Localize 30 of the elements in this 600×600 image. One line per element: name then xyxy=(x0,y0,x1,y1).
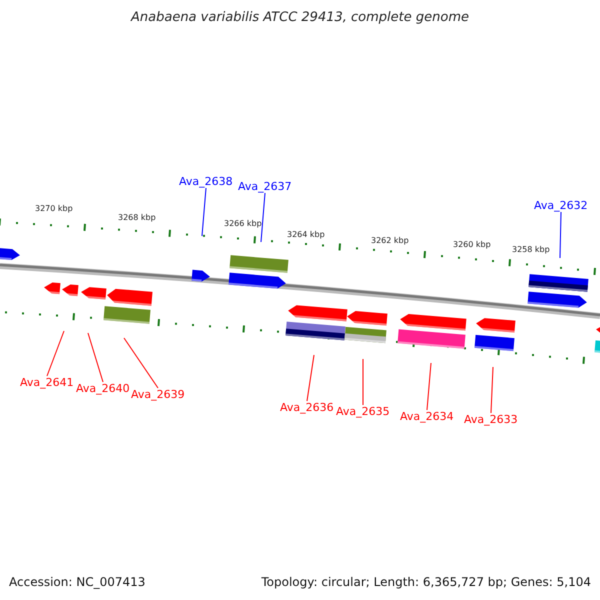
gene-label: Ava_2633 xyxy=(464,414,518,425)
info-text: Topology: circular; Length: 6,365,727 bp; Genes: 5,104 xyxy=(261,576,591,588)
info-text: Accession: NC_007413 xyxy=(9,576,146,588)
leader-line xyxy=(260,192,266,242)
diagram-title: Anabaena variabilis ATCC 29413, complete genome xyxy=(130,11,470,24)
scale-label: 3268 kbp xyxy=(118,214,156,222)
gene-label: Ava_2640 xyxy=(76,383,130,394)
leader-line xyxy=(202,188,206,236)
leader-line xyxy=(560,212,562,258)
gene-label: Ava_2638 xyxy=(179,176,233,187)
leader-line xyxy=(124,338,158,388)
gene-label: Ava_2637 xyxy=(238,181,292,192)
leader-line xyxy=(88,332,104,382)
leader-line xyxy=(426,362,432,410)
leader-line xyxy=(490,366,494,414)
gene-label: Ava_2635 xyxy=(336,406,390,417)
gene-label: Ava_2641 xyxy=(20,377,74,388)
scale-label: 3264 kbp xyxy=(287,231,325,239)
gene-label: Ava_2639 xyxy=(131,389,185,400)
gene-label: Ava_2634 xyxy=(400,411,454,422)
gene-label: Ava_2632 xyxy=(534,200,588,211)
scale-label: 3270 kbp xyxy=(35,205,73,213)
leader-line xyxy=(306,354,314,402)
leader-line xyxy=(46,330,64,376)
gene-label: Ava_2636 xyxy=(280,402,334,413)
scale-label: 3262 kbp xyxy=(371,237,409,245)
leader-line xyxy=(362,358,364,406)
scale-label: 3258 kbp xyxy=(512,246,550,254)
scale-label: 3266 kbp xyxy=(224,220,262,228)
scale-label: 3260 kbp xyxy=(453,241,491,249)
